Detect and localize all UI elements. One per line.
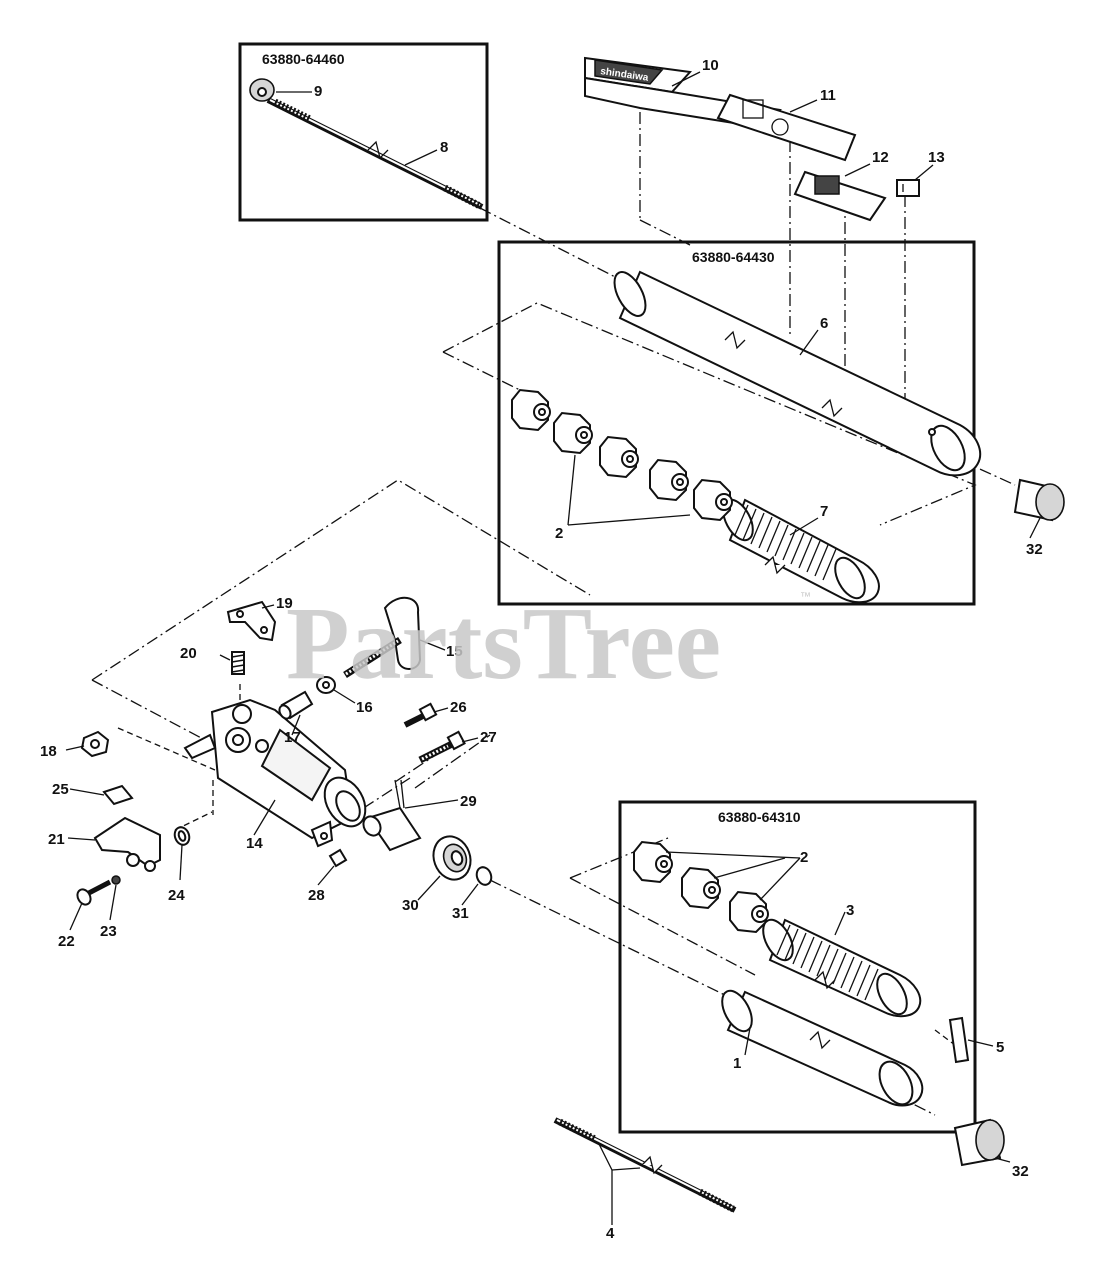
part-8-drive-shaft[interactable]: [266, 97, 484, 210]
part-28-clip[interactable]: [328, 848, 348, 868]
callout-9: 9: [314, 83, 322, 100]
part-7-liner[interactable]: [717, 495, 880, 604]
callout-32-lower: 32: [1012, 1163, 1029, 1180]
callout-21: 21: [48, 831, 65, 848]
callout-22: 22: [58, 933, 75, 950]
kit-number-63880-64310: 63880-64310: [718, 809, 801, 825]
part-17-pin[interactable]: [277, 690, 314, 721]
callout-14: 14: [246, 835, 263, 852]
part-27-bolt[interactable]: [418, 730, 466, 764]
callout-15: 15: [446, 643, 463, 660]
part-4-drive-shaft[interactable]: [553, 1117, 737, 1213]
callout-19: 19: [276, 595, 293, 612]
callout-28: 28: [308, 887, 325, 904]
callout-24: 24: [168, 887, 185, 904]
kit-number-63880-64430: 63880-64430: [692, 249, 775, 265]
callout-3: 3: [846, 902, 854, 919]
part-12-label[interactable]: [793, 170, 887, 222]
part-2-bearings-upper[interactable]: [511, 388, 733, 522]
part-21-bracket[interactable]: [93, 816, 161, 872]
part-1-tube[interactable]: [716, 986, 924, 1110]
callout-25: 25: [52, 781, 69, 798]
kit-number-63880-64460: 63880-64460: [262, 51, 345, 67]
callout-32-upper: 32: [1026, 541, 1043, 558]
part-18-nut[interactable]: [80, 730, 110, 758]
part-16-washer[interactable]: [316, 676, 336, 694]
callout-20: 20: [180, 645, 197, 662]
callout-7: 7: [820, 503, 828, 520]
callout-10: 10: [702, 57, 719, 74]
part-9-bushing[interactable]: [249, 78, 275, 102]
dashed-guides: [91, 90, 1016, 1116]
part-24-ring[interactable]: [172, 825, 191, 847]
watermark-trademark: ™: [800, 591, 811, 603]
part-19-lever-plate[interactable]: [226, 600, 277, 642]
callout-2-upper: 2: [555, 525, 563, 542]
callout-16: 16: [356, 699, 373, 716]
callout-18: 18: [40, 743, 57, 760]
part-13-label[interactable]: [896, 179, 920, 197]
leader-lines: [65, 71, 1041, 1225]
part-32-cap-upper[interactable]: [1013, 478, 1065, 522]
kit-box-63880-64460[interactable]: [238, 42, 489, 222]
callout-numbers: 1 2 2 3 4 5 6 7 8 9 10 11 12 13 14 15 16…: [40, 57, 1043, 1242]
callout-26: 26: [450, 699, 467, 716]
part-32-cap-lower[interactable]: [953, 1118, 1005, 1167]
callout-11: 11: [820, 87, 836, 104]
part-5-label[interactable]: [948, 1016, 970, 1064]
callout-13: 13: [928, 149, 945, 166]
callout-1: 1: [733, 1055, 741, 1072]
part-31-snap-ring[interactable]: [474, 865, 493, 887]
part-11-label[interactable]: [716, 93, 857, 162]
kit-box-63880-64430[interactable]: [497, 240, 976, 606]
part-29-coupler[interactable]: [360, 779, 422, 852]
callout-6: 6: [820, 315, 828, 332]
part-14-housing[interactable]: [183, 698, 374, 848]
callout-2-lower: 2: [800, 849, 808, 866]
callout-27: 27: [480, 729, 497, 746]
callout-31: 31: [452, 905, 469, 922]
part-15-knob[interactable]: [343, 597, 422, 678]
callout-23: 23: [100, 923, 117, 940]
callout-5: 5: [996, 1039, 1004, 1056]
part-25-pad[interactable]: [102, 784, 134, 806]
callout-12: 12: [872, 149, 889, 166]
part-3-liner[interactable]: [757, 915, 922, 1019]
part-30-bearing[interactable]: [428, 831, 477, 885]
callout-8: 8: [440, 139, 448, 156]
part-6-outer-tube[interactable]: [608, 267, 982, 477]
kit-box-63880-64310[interactable]: [618, 800, 977, 1134]
part-20-spring[interactable]: [231, 651, 245, 675]
watermark: PartsTree: [286, 586, 721, 701]
callout-17: 17: [284, 729, 301, 746]
callout-29: 29: [460, 793, 477, 810]
part-26-bolt[interactable]: [403, 702, 438, 728]
part-22-screw[interactable]: [75, 879, 112, 907]
part-23-washer[interactable]: [111, 875, 121, 885]
callout-4: 4: [606, 1225, 615, 1242]
callout-30: 30: [402, 897, 419, 914]
